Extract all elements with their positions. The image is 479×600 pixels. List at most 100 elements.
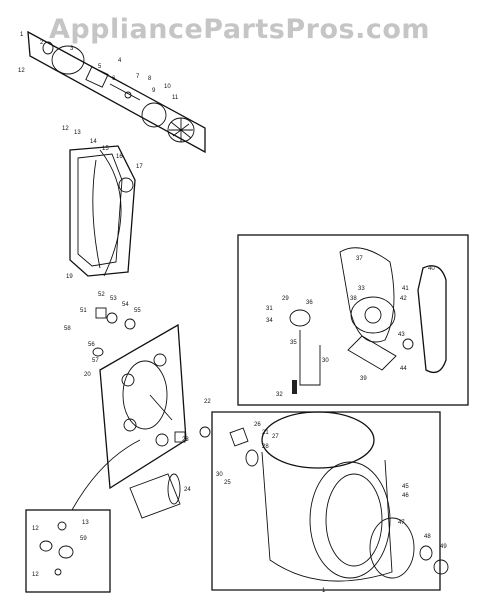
heater-duct-group (69, 145, 136, 277)
bulkhead-hole-4 (155, 433, 169, 447)
bulkhead-opening (122, 360, 168, 430)
heater-duct-outline (69, 145, 136, 277)
part-label: 40 (428, 266, 435, 272)
watermark-logo: AppliancePartsPros.com (48, 14, 431, 45)
part-label: 43 (398, 332, 405, 338)
part-label: 27 (272, 434, 279, 440)
blower-bearing (85, 66, 109, 88)
drum-front-ring (309, 461, 391, 579)
drum-shaft-bearing (245, 449, 259, 467)
part-label: 7 (136, 74, 140, 80)
hardware-screw (54, 568, 62, 576)
part-label: 41 (402, 286, 409, 292)
part-label: 4 (118, 58, 122, 64)
part-label: 5 (98, 64, 102, 70)
part-label: 9 (152, 88, 156, 94)
blower-washer (124, 91, 132, 99)
part-label: 23 (182, 437, 189, 443)
motor-assembly-group (237, 234, 469, 406)
part-label: 2 (40, 40, 44, 46)
part-label: 33 (358, 286, 365, 292)
part-label: 37 (356, 256, 363, 262)
part-label: 39 (360, 376, 367, 382)
part-label: 21 (262, 430, 269, 436)
part-label: 56 (88, 342, 95, 348)
part-label: 32 (276, 392, 283, 398)
drum-support-bracket (149, 394, 173, 421)
part-label: 1 (322, 588, 326, 594)
part-label: 12 (32, 526, 39, 532)
drum-shell (261, 451, 393, 582)
hardware-knob (58, 545, 74, 559)
part-label: 1 (20, 32, 24, 38)
part-label: 20 (84, 372, 91, 378)
part-label: 58 (64, 326, 71, 332)
part-label: 11 (172, 95, 179, 101)
part-number-labels: 1 2 3 4 5 6 7 8 9 10 11 12 12 13 14 15 1… (18, 32, 447, 594)
part-label: 44 (400, 366, 407, 372)
part-label: 15 (102, 146, 109, 152)
bulkhead-panel (99, 323, 187, 490)
hardware-cap (39, 540, 53, 552)
motor-switch (292, 380, 297, 394)
part-label: 51 (80, 308, 87, 314)
drum-seal (369, 517, 415, 579)
blower-disc (141, 102, 167, 128)
part-label: 19 (66, 274, 73, 280)
part-label: 46 (402, 493, 409, 499)
part-label: 48 (424, 534, 431, 540)
blower-assembly-group (27, 30, 206, 154)
part-label: 29 (282, 296, 289, 302)
part-label: 30 (216, 472, 223, 478)
hardware-box-outline (25, 509, 111, 593)
switch-actuator (106, 312, 118, 324)
part-label: 24 (184, 487, 191, 493)
exhaust-duct (129, 473, 181, 519)
drum-roller (199, 426, 211, 438)
part-label: 22 (204, 399, 211, 405)
motor-drive-belt (339, 247, 395, 343)
part-label: 54 (122, 302, 129, 308)
blower-shaft (109, 83, 141, 101)
part-label: 57 (92, 358, 99, 364)
part-label: 8 (148, 76, 152, 82)
part-label: 42 (400, 296, 407, 302)
drum-glide-pad (419, 545, 433, 561)
drum-rear-rim (261, 411, 375, 469)
part-label: 53 (110, 296, 117, 302)
part-label: 47 (398, 520, 405, 526)
hardware-nut (57, 521, 67, 531)
heater-thermostat (118, 177, 134, 193)
part-label: 26 (254, 422, 261, 428)
drum-front-opening (325, 473, 383, 567)
switch-cap (124, 318, 136, 330)
idler-pulley (289, 309, 311, 327)
part-label: 36 (306, 300, 313, 306)
motor-box-outline (237, 234, 469, 406)
part-label: 17 (136, 164, 143, 170)
drum-felt-seal (433, 559, 449, 575)
idler-bracket (299, 330, 321, 386)
part-label: 3 (70, 46, 74, 52)
part-label: 38 (350, 296, 357, 302)
exhaust-duct-group (71, 439, 181, 519)
drum-bearing-bracket (229, 427, 249, 447)
drum-glide (174, 431, 186, 443)
blower-box-outline (27, 30, 206, 154)
part-label: 25 (224, 480, 231, 486)
drum-assembly-group (211, 411, 449, 591)
part-label: 52 (98, 292, 105, 298)
bulkhead-hole-1 (121, 373, 135, 387)
part-label: 12 (32, 572, 39, 578)
part-label: 14 (90, 139, 97, 145)
thermal-fuse (92, 347, 104, 357)
heater-belt (99, 149, 122, 277)
blower-housing-cap (42, 41, 54, 55)
part-label: 35 (290, 340, 297, 346)
blower-seal-ring (51, 45, 85, 75)
wire-lead (71, 439, 141, 511)
part-label: 59 (80, 536, 87, 542)
motor-body (350, 296, 396, 334)
heater-element-coil (92, 159, 101, 269)
heater-duct-inner (77, 153, 123, 267)
